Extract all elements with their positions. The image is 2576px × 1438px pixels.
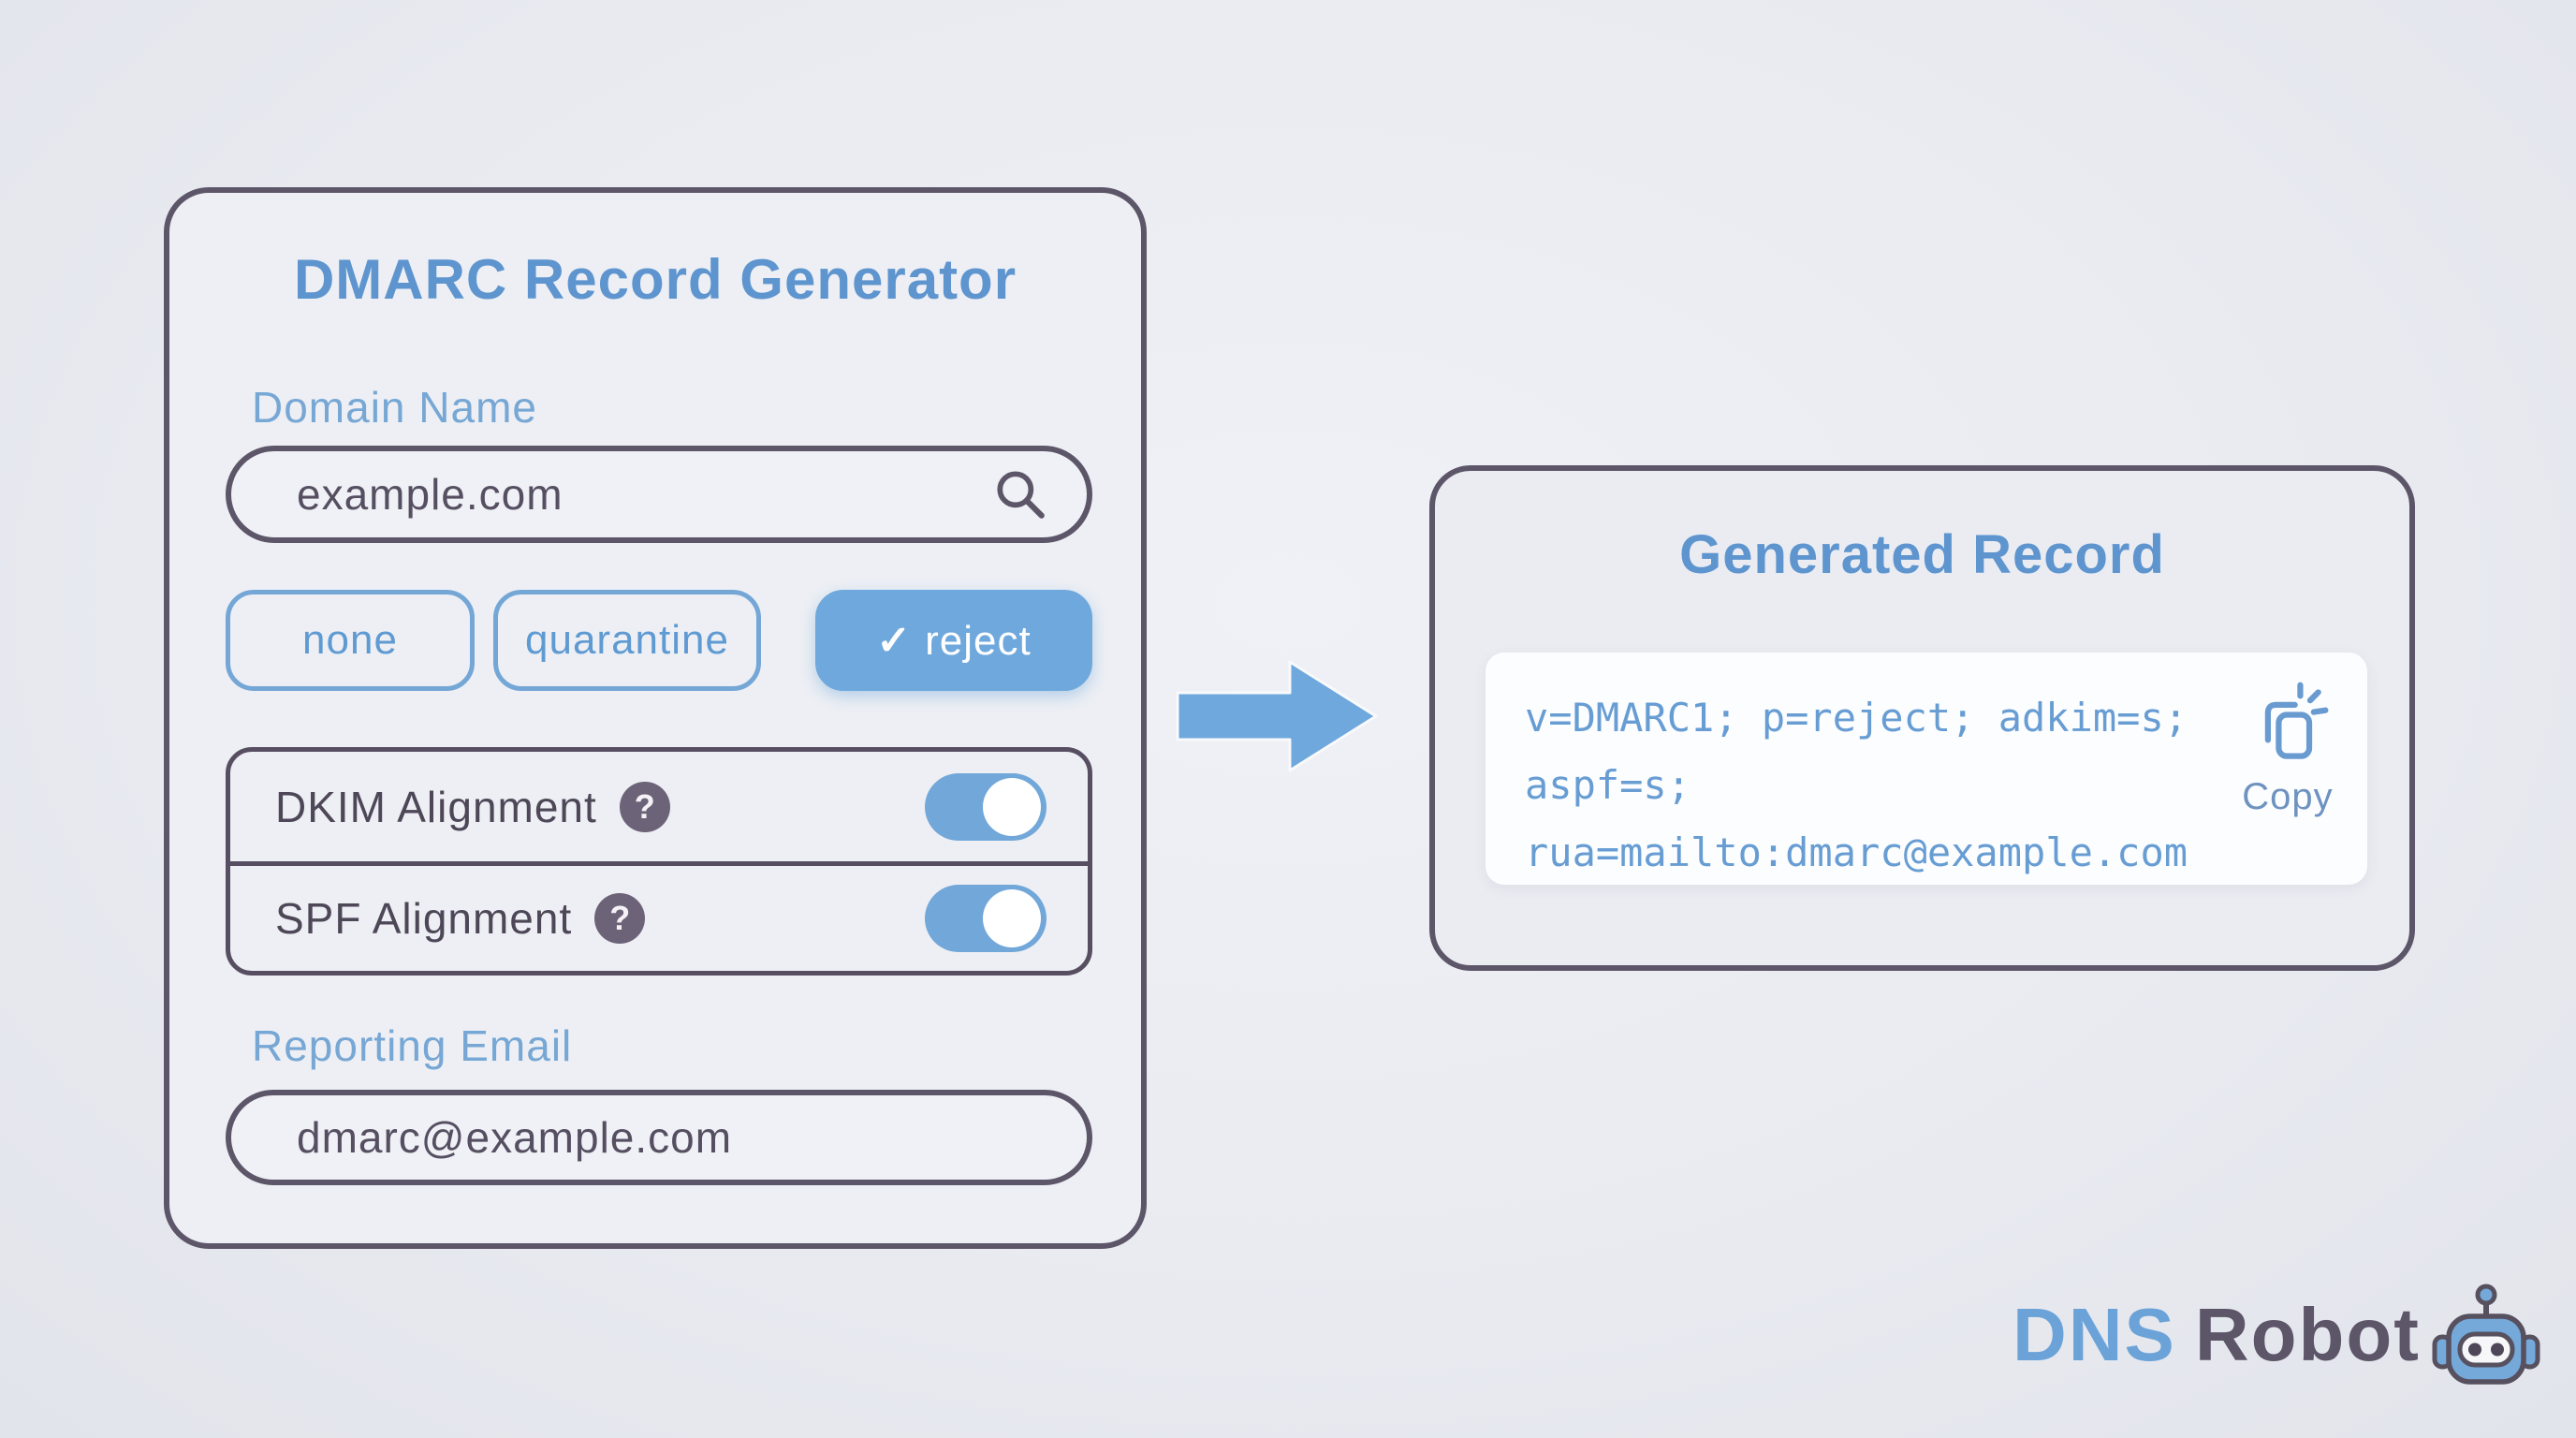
policy-quarantine-button[interactable]: quarantine: [493, 590, 761, 691]
copy-button[interactable]: Copy: [2208, 653, 2367, 885]
generator-card: DMARC Record Generator Domain Name examp…: [164, 187, 1147, 1249]
brand-name-secondary: Robot: [2194, 1293, 2421, 1376]
reporting-email-input[interactable]: dmarc@example.com: [226, 1090, 1092, 1185]
dkim-alignment-row: DKIM Alignment ?: [230, 752, 1088, 861]
check-icon: ✓: [876, 617, 913, 664]
record-line: v=DMARC1; p=reject; adkim=s;: [1525, 695, 2188, 741]
record-line: rua=mailto:dmarc@example.com: [1525, 829, 2188, 875]
generator-title: DMARC Record Generator: [293, 248, 1017, 311]
policy-reject-label: reject: [925, 617, 1032, 664]
record-code-block: v=DMARC1; p=reject; adkim=s; aspf=s; rua…: [1486, 653, 2367, 885]
policy-reject-button[interactable]: ✓ reject: [815, 590, 1092, 691]
spf-alignment-label: SPF Alignment: [275, 894, 573, 943]
spf-toggle[interactable]: [925, 885, 1046, 952]
record-line: aspf=s;: [1525, 762, 1691, 808]
reporting-email-value: dmarc@example.com: [297, 1113, 733, 1162]
dkim-toggle[interactable]: [925, 772, 1046, 841]
copy-icon: [2264, 682, 2329, 759]
policy-none-button[interactable]: none: [226, 590, 475, 691]
record-text: v=DMARC1; p=reject; adkim=s; aspf=s; rua…: [1486, 653, 2208, 885]
domain-input[interactable]: example.com: [226, 446, 1092, 543]
spf-alignment-row: SPF Alignment ?: [230, 861, 1088, 971]
dkim-alignment-label: DKIM Alignment: [275, 782, 597, 831]
alignment-group: DKIM Alignment ? SPF Alignment ?: [226, 747, 1092, 976]
search-icon[interactable]: [991, 465, 1049, 523]
arrow-right-icon: [1176, 660, 1378, 772]
dkim-help-icon[interactable]: ?: [619, 781, 670, 832]
dkim-toggle-knob: [983, 777, 1041, 836]
copy-label: Copy: [2242, 776, 2334, 817]
brand-name-primary: DNS: [2012, 1293, 2176, 1376]
domain-label: Domain Name: [252, 383, 537, 432]
spf-toggle-knob: [983, 889, 1041, 947]
policy-options: none quarantine ✓ reject: [226, 590, 1092, 691]
domain-value: example.com: [297, 470, 564, 519]
output-card: Generated Record v=DMARC1; p=reject; adk…: [1429, 465, 2415, 971]
robot-icon: [2432, 1284, 2540, 1385]
output-title: Generated Record: [1679, 524, 2165, 585]
reporting-email-label: Reporting Email: [252, 1021, 573, 1070]
spf-help-icon[interactable]: ?: [594, 893, 646, 944]
brand-logo: DNS Robot: [2012, 1279, 2542, 1391]
